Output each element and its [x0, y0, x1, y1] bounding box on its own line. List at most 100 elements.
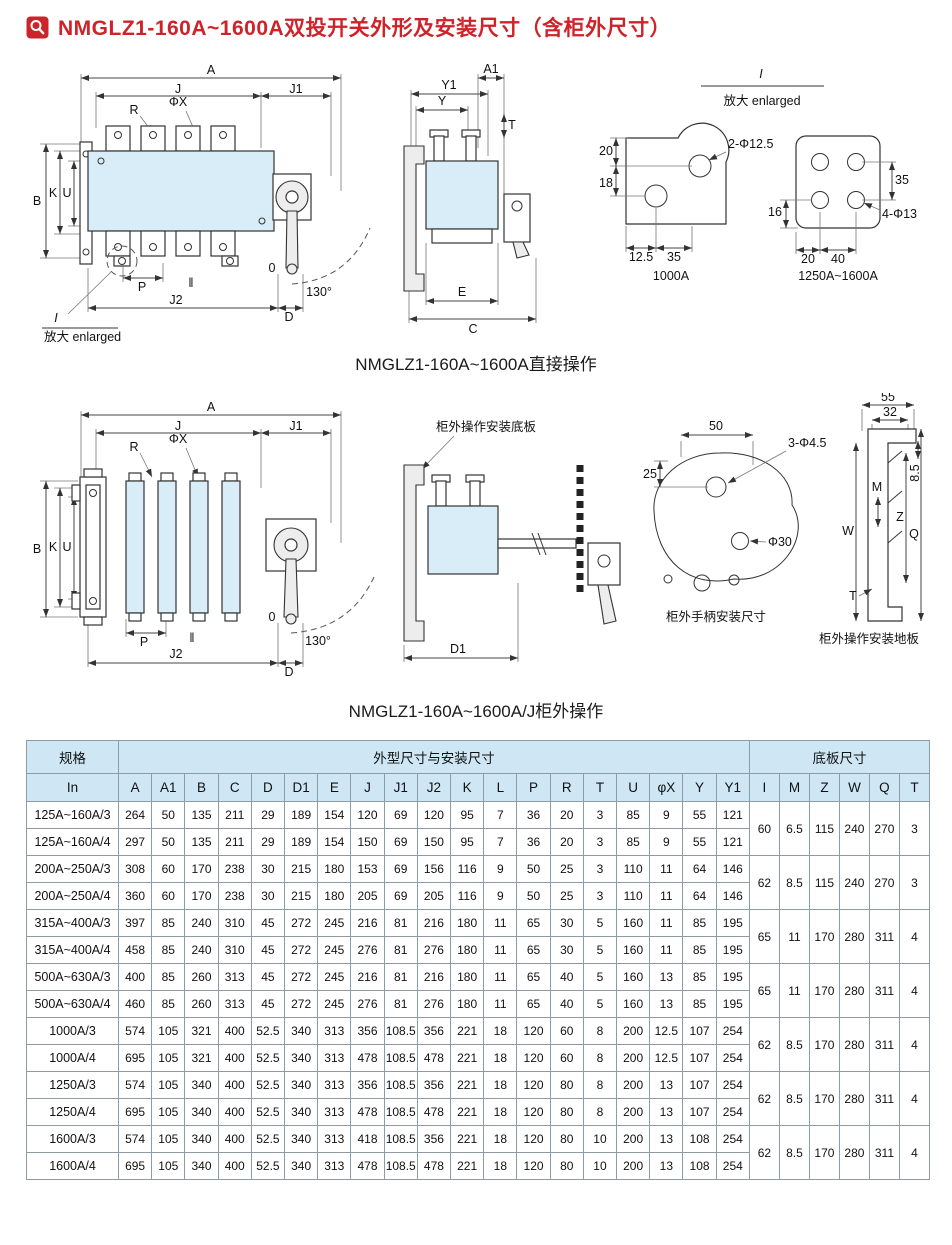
dim-label-m: M: [872, 480, 882, 494]
dim-label-16: 16: [768, 205, 782, 219]
dim-cell: 3: [582, 882, 618, 910]
dim-cell: 216: [416, 963, 452, 991]
spec-cell: 500A~630A/4: [26, 990, 119, 1018]
dim-cell: 9: [483, 882, 518, 910]
dim-cell: 13: [649, 1071, 684, 1099]
dim-cell: 260: [184, 963, 219, 991]
dim-cell: 400: [217, 1044, 252, 1072]
dim-cell: 160: [616, 909, 651, 937]
dim-cell: 478: [416, 1152, 452, 1180]
dim-cell: 3: [582, 801, 618, 829]
dim-cell: 3: [582, 828, 618, 856]
base-cell: 311: [868, 963, 900, 1018]
spec-cell: 1600A/4: [26, 1152, 119, 1180]
dim-cell: 205: [350, 882, 385, 910]
col-header: φX: [649, 773, 684, 802]
dim-cell: 245: [317, 990, 352, 1018]
dim-cell: 321: [184, 1044, 219, 1072]
dim-label-b: B: [33, 542, 41, 556]
dim-cell: 120: [516, 1044, 551, 1072]
dim-cell: 313: [317, 1098, 352, 1126]
base-cell: 280: [838, 909, 870, 964]
dim-cell: 195: [715, 963, 750, 991]
dim-cell: 40: [549, 990, 584, 1018]
dim-cell: 45: [250, 936, 286, 964]
dim-label-q: Q: [909, 527, 919, 541]
dim-cell: 200: [616, 1125, 651, 1153]
dim-label-e: E: [458, 285, 466, 299]
dim-cell: 69: [383, 828, 418, 856]
base-cell: 4: [898, 909, 931, 964]
col-header: D1: [284, 773, 319, 802]
dim-cell: 478: [350, 1098, 385, 1126]
dim-cell: 189: [284, 828, 319, 856]
dim-cell: 276: [416, 990, 452, 1018]
dim-cell: 264: [117, 801, 153, 829]
dim-cell: 108.5: [383, 1017, 418, 1045]
dim-cell: 276: [416, 936, 452, 964]
dim-cell: 55: [682, 801, 717, 829]
dim-cell: 200: [616, 1098, 651, 1126]
dim-cell: 40: [549, 963, 584, 991]
dim-cell: 272: [284, 936, 319, 964]
dim-cell: 50: [151, 801, 186, 829]
dim-cell: 272: [284, 990, 319, 1018]
base-cell: 311: [868, 1071, 900, 1126]
base-cell: 8.5: [778, 855, 810, 910]
dim-cell: 5: [582, 909, 618, 937]
dim-cell: 85: [682, 990, 717, 1018]
dim-cell: 69: [383, 882, 418, 910]
dim-cell: 9: [649, 801, 684, 829]
dim-cell: 254: [715, 1125, 750, 1153]
dim-cell: 45: [250, 963, 286, 991]
dim-cell: 221: [450, 1098, 485, 1126]
dim-cell: 52.5: [250, 1098, 286, 1126]
base-cell: 62: [748, 1017, 780, 1072]
dim-cell: 150: [416, 828, 452, 856]
dim-cell: 81: [383, 909, 418, 937]
dim-cell: 11: [483, 963, 518, 991]
dim-cell: 64: [682, 882, 717, 910]
col-header: J2: [416, 773, 452, 802]
base-cell: 8.5: [778, 1125, 810, 1180]
dim-cell: 8: [582, 1017, 618, 1045]
dim-label-a: A: [207, 63, 216, 77]
dim-cell: 260: [184, 990, 219, 1018]
dim-cell: 108.5: [383, 1071, 418, 1099]
dim-cell: 10: [582, 1125, 618, 1153]
dim-label-y: Y: [438, 94, 447, 108]
base-cell: 6.5: [778, 801, 810, 856]
dim-cell: 340: [284, 1152, 319, 1180]
rotation-arc: [290, 576, 375, 634]
dim-cell: 29: [250, 828, 286, 856]
dim-cell: 205: [416, 882, 452, 910]
dim-label-j2: J2: [169, 293, 182, 307]
spec-cell: 1000A/3: [26, 1017, 119, 1045]
col-header: Z: [808, 773, 840, 802]
dim-cell: 313: [317, 1017, 352, 1045]
col-header: J1: [383, 773, 418, 802]
dim-cell: 13: [649, 1098, 684, 1126]
dim-cell: 18: [483, 1125, 518, 1153]
base-cell: 170: [808, 1017, 840, 1072]
dim-cell: 340: [284, 1125, 319, 1153]
figure2-caption: NMGLZ1-160A~1600A/J柜外操作: [348, 702, 604, 721]
dim-cell: 313: [317, 1125, 352, 1153]
dim-cell: 321: [184, 1017, 219, 1045]
dim-cell: 18: [483, 1152, 518, 1180]
section-mark: ‖: [188, 276, 193, 290]
dim-cell: 120: [516, 1152, 551, 1180]
dim-cell: 313: [317, 1044, 352, 1072]
dim-label-c: C: [468, 322, 477, 336]
dim-cell: 60: [151, 855, 186, 883]
detail-caption: 1250A~1600A: [798, 269, 878, 283]
dim-cell: 200: [616, 1152, 651, 1180]
base-cell: 170: [808, 1071, 840, 1126]
col-header: P: [516, 773, 551, 802]
dim-cell: 356: [350, 1017, 385, 1045]
dim-cell: 313: [217, 963, 252, 991]
dim-cell: 3: [582, 855, 618, 883]
